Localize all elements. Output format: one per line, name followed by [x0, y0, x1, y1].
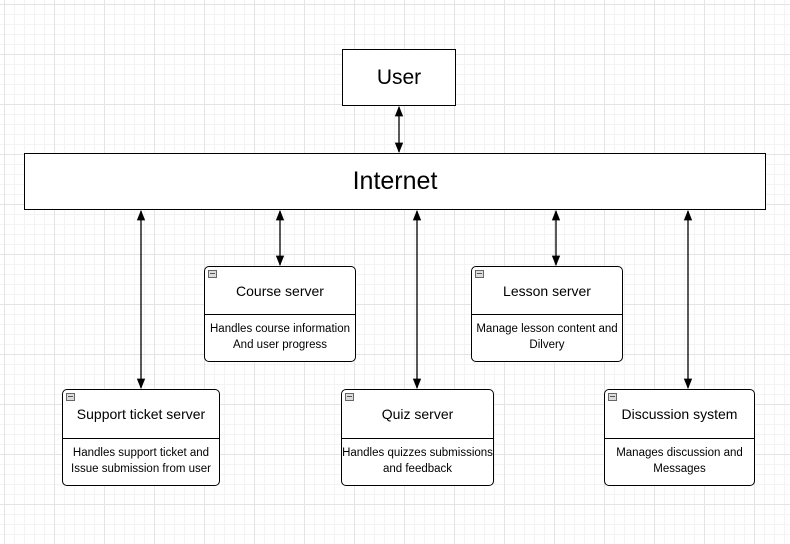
collapse-icon[interactable]: [608, 393, 617, 401]
lesson-server-title: Lesson server: [472, 267, 622, 315]
quiz-server-title: Quiz server: [342, 390, 493, 439]
quiz-server-node[interactable]: Quiz server Handles quizzes submissions …: [341, 389, 494, 486]
course-server-description: Handles course information And user prog…: [205, 312, 355, 361]
course-server-node[interactable]: Course server Handles course information…: [204, 266, 356, 362]
quiz-server-desc-line: and feedback: [382, 462, 453, 475]
support-ticket-desc-line: Handles support ticket and: [72, 446, 210, 459]
collapse-icon[interactable]: [345, 393, 354, 401]
quiz-server-desc-line: Handles quizzes submissions: [342, 446, 493, 459]
collapse-icon[interactable]: [208, 270, 217, 278]
course-server-title: Course server: [205, 267, 355, 315]
discussion-system-node[interactable]: Discussion system Manages discussion and…: [604, 389, 755, 486]
user-node[interactable]: User: [342, 49, 456, 106]
support-ticket-desc-line: Issue submission from user: [71, 462, 211, 475]
internet-node[interactable]: Internet: [24, 153, 766, 210]
discussion-system-desc-line: Messages: [653, 462, 706, 475]
course-server-desc-line: Handles course information: [210, 322, 350, 335]
lesson-server-desc-line: Dilvery: [529, 338, 565, 351]
support-ticket-server-title: Support ticket server: [63, 390, 219, 439]
discussion-system-description: Manages discussion and Messages: [605, 436, 754, 485]
collapse-icon[interactable]: [475, 270, 484, 278]
lesson-server-desc-line: Manage lesson content and: [476, 322, 618, 335]
course-server-desc-line: And user progress: [233, 338, 327, 351]
user-node-label: User: [376, 65, 422, 89]
lesson-server-description: Manage lesson content and Dilvery: [472, 312, 622, 361]
lesson-server-node[interactable]: Lesson server Manage lesson content and …: [471, 266, 623, 362]
discussion-system-title: Discussion system: [605, 390, 754, 439]
collapse-icon[interactable]: [66, 393, 75, 401]
internet-node-label: Internet: [352, 167, 438, 195]
discussion-system-desc-line: Manages discussion and: [616, 446, 743, 459]
support-ticket-server-description: Handles support ticket and Issue submiss…: [63, 436, 219, 485]
quiz-server-description: Handles quizzes submissions and feedback: [342, 436, 493, 485]
support-ticket-server-node[interactable]: Support ticket server Handles support ti…: [62, 389, 220, 486]
